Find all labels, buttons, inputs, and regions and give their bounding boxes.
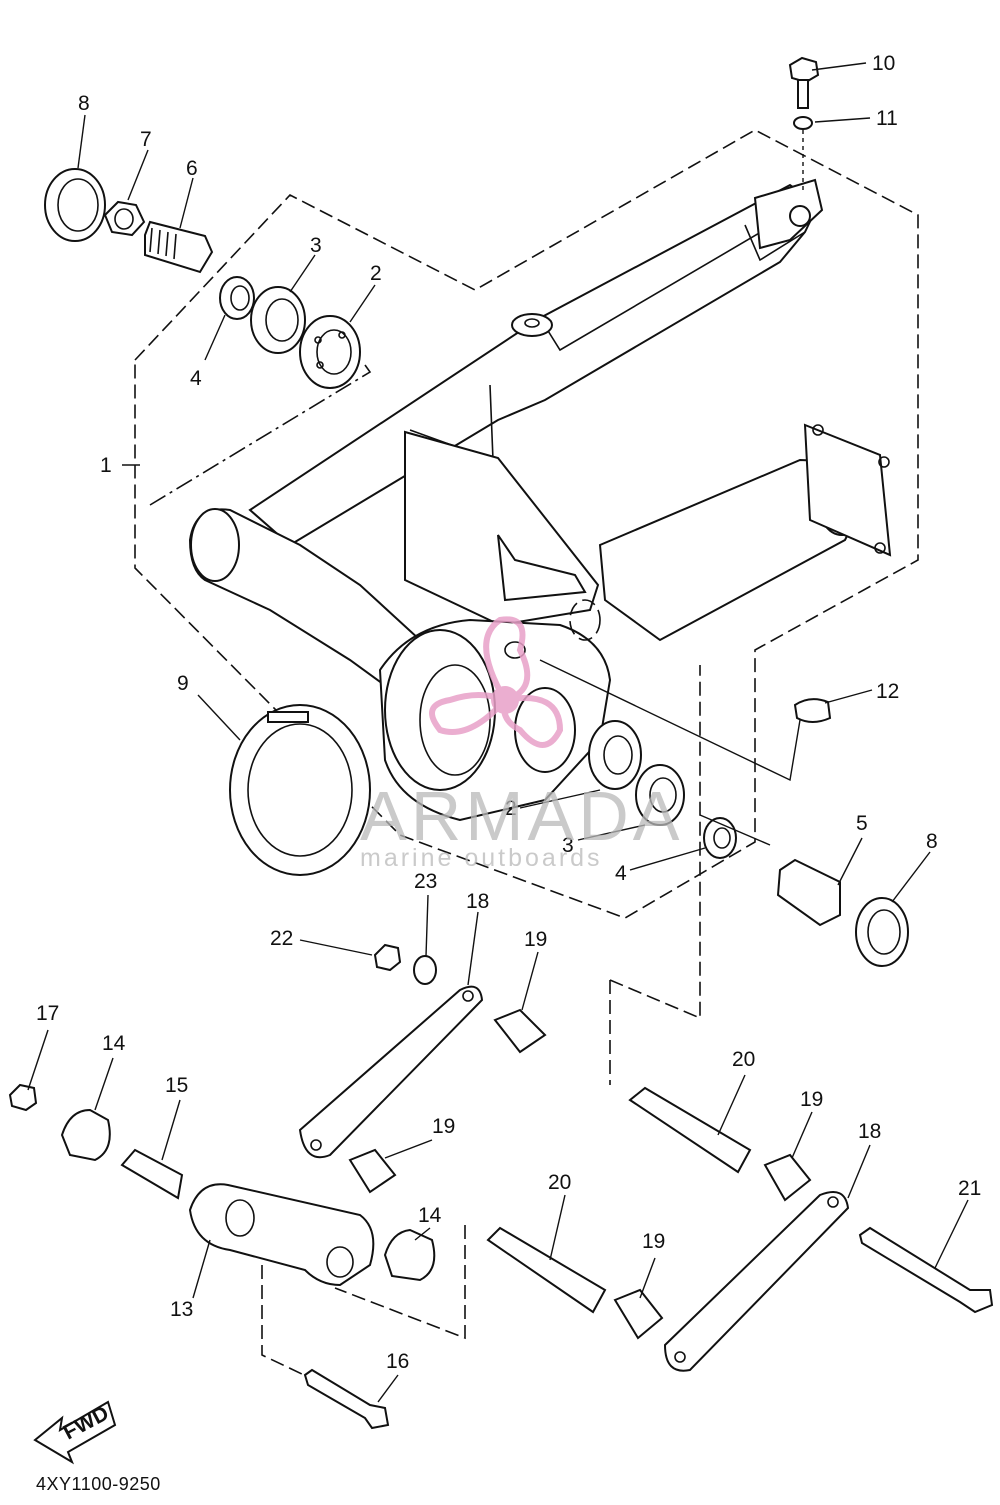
callout-3: 3	[310, 234, 322, 257]
callout-21: 21	[958, 1177, 981, 1200]
callout-20: 20	[732, 1048, 755, 1071]
callout-14: 14	[102, 1032, 126, 1055]
pivot-hardware-left	[44, 168, 361, 389]
linkage-assembly	[8, 943, 994, 1430]
drawing-code: 4XY1100-9250	[36, 1474, 161, 1494]
callout-17: 17	[36, 1002, 59, 1025]
callout-12: 12	[876, 680, 899, 703]
rear-mount-bolt	[788, 56, 820, 190]
callout-19-mid: 19	[432, 1115, 455, 1138]
callout-15: 15	[165, 1074, 188, 1097]
watermark-brand: ARMADA	[360, 777, 683, 855]
callout-4: 4	[190, 367, 202, 390]
callout-20-lower: 20	[548, 1171, 571, 1194]
fwd-arrow-icon: FWD	[33, 1400, 117, 1465]
callout-22: 22	[270, 927, 293, 950]
callout-labels: 8 7 6 3 2 4 1 10 11 9 12 2 3 4 5 8 23 22…	[36, 52, 981, 1373]
callout-2: 2	[370, 262, 382, 285]
callout-3-right: 3	[562, 834, 574, 857]
callout-2-right: 2	[505, 797, 517, 820]
callout-8-right: 8	[926, 830, 938, 853]
callout-13: 13	[170, 1298, 193, 1321]
callout-18: 18	[466, 890, 489, 913]
leader-lines	[27, 62, 969, 1403]
callout-19: 19	[524, 928, 547, 951]
callout-10: 10	[872, 52, 895, 75]
watermark-tagline: marine outboards	[360, 844, 603, 872]
watermark-logo-icon	[429, 616, 564, 748]
pivot-hardware-right	[539, 659, 909, 967]
callout-6: 6	[186, 157, 198, 180]
assembly-boundary	[134, 129, 919, 1386]
swingarm	[188, 178, 892, 822]
callout-19-right: 19	[800, 1088, 823, 1111]
callout-8: 8	[78, 92, 90, 115]
callout-7: 7	[140, 128, 152, 151]
callout-16: 16	[386, 1350, 409, 1373]
callout-14-right: 14	[418, 1204, 442, 1227]
callout-9: 9	[177, 672, 189, 695]
watermark: ARMADA marine outboards	[360, 777, 683, 872]
callout-4-right: 4	[615, 862, 627, 885]
callout-18-right: 18	[858, 1120, 881, 1143]
callout-5: 5	[856, 812, 868, 835]
callout-11: 11	[876, 107, 898, 130]
ring-nut	[229, 704, 371, 876]
callout-1: 1	[100, 454, 112, 477]
callout-23: 23	[414, 870, 437, 893]
callout-19-lower: 19	[642, 1230, 665, 1253]
